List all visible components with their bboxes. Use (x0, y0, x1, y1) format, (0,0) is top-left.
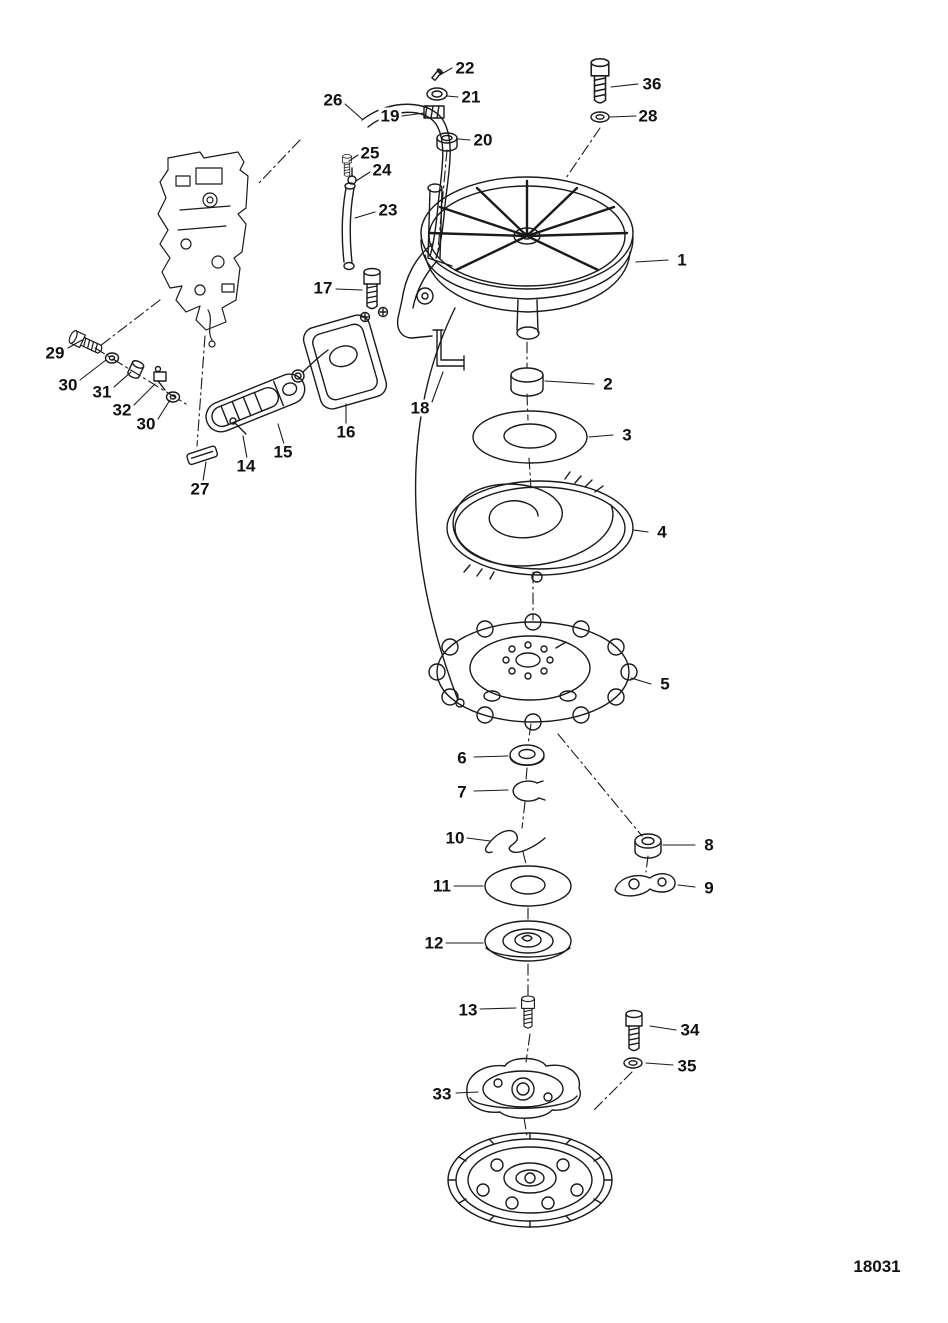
callout-label-13: 13 (456, 1000, 480, 1020)
part-1-starter-housing (396, 176, 634, 708)
flywheel (447, 1132, 613, 1228)
diagram-number: 18031 (853, 1257, 901, 1276)
part-11-washer (484, 865, 572, 907)
bolt-36 (590, 57, 610, 104)
part-9-pawl (614, 873, 676, 897)
part-16-bracket (302, 306, 389, 410)
part-12-retainer (484, 920, 572, 962)
callout-label-17: 17 (311, 278, 335, 298)
part-4-recoil-spring (446, 471, 634, 583)
washer-28 (590, 111, 610, 123)
part-6-washer (509, 744, 545, 766)
callout-label-27: 27 (188, 479, 212, 499)
part-3-washer (472, 410, 588, 464)
callout-label-28: 28 (636, 106, 660, 126)
part-5-sheave (428, 613, 638, 731)
callout-label-14: 14 (234, 456, 258, 476)
callout-label-7: 7 (455, 782, 469, 802)
callout-label-3: 3 (620, 425, 634, 445)
callout-label-22: 22 (453, 58, 477, 78)
part-33-cup (466, 1057, 581, 1119)
callout-label-8: 8 (702, 835, 716, 855)
callout-label-2: 2 (601, 374, 615, 394)
callout-label-21: 21 (459, 87, 483, 107)
callout-label-11: 11 (431, 876, 453, 896)
leader-lines (67, 67, 696, 1094)
bolt-17 (363, 267, 381, 310)
assembly-centerlines (94, 127, 649, 1137)
callout-label-30: 30 (56, 375, 80, 395)
callout-label-32: 32 (110, 400, 134, 420)
callout-label-24: 24 (370, 160, 394, 180)
callout-label-26: 26 (321, 90, 345, 110)
callout-label-25: 25 (358, 143, 382, 163)
callout-label-10: 10 (443, 828, 467, 848)
part-13-screw (521, 995, 535, 1029)
part-2-bushing (510, 367, 544, 397)
callout-label-4: 4 (655, 522, 669, 542)
callout-label-20: 20 (471, 130, 495, 150)
part-7-clip (512, 780, 546, 802)
callout-label-31: 31 (90, 382, 114, 402)
callout-label-1: 1 (675, 250, 689, 270)
housing-spokes (427, 179, 629, 272)
mount-plate (157, 151, 249, 348)
callout-label-15: 15 (271, 442, 295, 462)
callout-label-6: 6 (455, 748, 469, 768)
callout-label-5: 5 (658, 674, 672, 694)
callout-label-34: 34 (678, 1020, 702, 1040)
callout-label-19: 19 (378, 106, 402, 126)
bolt-34 (625, 1009, 643, 1052)
handle-assembly (186, 349, 329, 466)
callout-label-18: 18 (408, 398, 432, 418)
callout-label-33: 33 (430, 1084, 454, 1104)
part-10-spring (484, 829, 546, 854)
fasteners-29-32 (67, 328, 181, 403)
part-18-bracket (432, 329, 465, 371)
washer-35 (623, 1057, 643, 1069)
callout-label-29: 29 (43, 343, 67, 363)
callout-label-30: 30 (134, 414, 158, 434)
callout-label-35: 35 (675, 1056, 699, 1076)
callout-label-36: 36 (640, 74, 664, 94)
callout-label-23: 23 (376, 200, 400, 220)
callout-label-9: 9 (702, 878, 716, 898)
callout-label-16: 16 (334, 422, 358, 442)
part-8-bushing (634, 833, 662, 859)
callout-label-12: 12 (422, 933, 446, 953)
tube-assembly (341, 68, 458, 271)
